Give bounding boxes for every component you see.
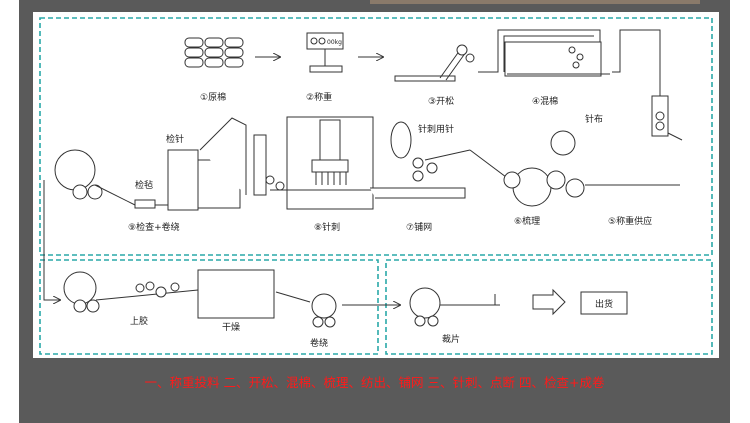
lapper-carding-machine bbox=[370, 130, 680, 207]
step-mixing: ④混棉 bbox=[532, 95, 558, 107]
opener-mixer-machine bbox=[394, 29, 683, 141]
inspect-winding-machine bbox=[54, 117, 267, 211]
label-felt-inspect: 检毡 bbox=[135, 179, 153, 191]
label-shipment: 出货 bbox=[595, 298, 613, 310]
label-drying: 干燥 bbox=[222, 322, 240, 333]
step-opening: ③开松 bbox=[428, 95, 454, 107]
step-weigh-supply: ⑤称重供应 bbox=[608, 215, 652, 227]
step-web-laying: ⑦铺网 bbox=[406, 221, 432, 233]
step-raw-cotton: ①原棉 bbox=[200, 91, 226, 103]
label-winding: 卷绕 bbox=[310, 337, 328, 349]
raw-cotton-bales bbox=[184, 37, 244, 68]
label-card-clothing: 针布 bbox=[585, 113, 603, 125]
label-needle-for-punch: 针刺用针 bbox=[418, 123, 454, 135]
cutting-line bbox=[409, 287, 628, 327]
scale-icon bbox=[306, 32, 344, 73]
section-top-border bbox=[39, 17, 713, 256]
process-caption: 一、称重投料 二、开松、混棉、梳理、纺出、铺网 三、针刺、点断 四、检查+成卷 bbox=[144, 375, 605, 390]
step-weighing: ②称重 bbox=[306, 91, 332, 103]
label-gluing: 上胶 bbox=[130, 315, 148, 327]
flow-connector bbox=[43, 180, 400, 305]
label-cutting: 裁片 bbox=[442, 333, 460, 345]
step-needle-punch: ⑧针刺 bbox=[314, 221, 340, 233]
section-bottom-right-border bbox=[385, 259, 713, 355]
gluing-drying-winding-line bbox=[63, 269, 337, 328]
top-photo-strip bbox=[370, 0, 700, 4]
needle-punch-machine bbox=[265, 116, 412, 210]
scale-display-label: 00kg bbox=[327, 39, 342, 46]
step-carding: ⑥梳理 bbox=[514, 215, 540, 227]
section-bottom-left-border bbox=[39, 259, 379, 355]
step-inspect-winding: ⑨检查+卷绕 bbox=[128, 221, 180, 233]
label-needle-inspect: 检针 bbox=[166, 133, 184, 145]
